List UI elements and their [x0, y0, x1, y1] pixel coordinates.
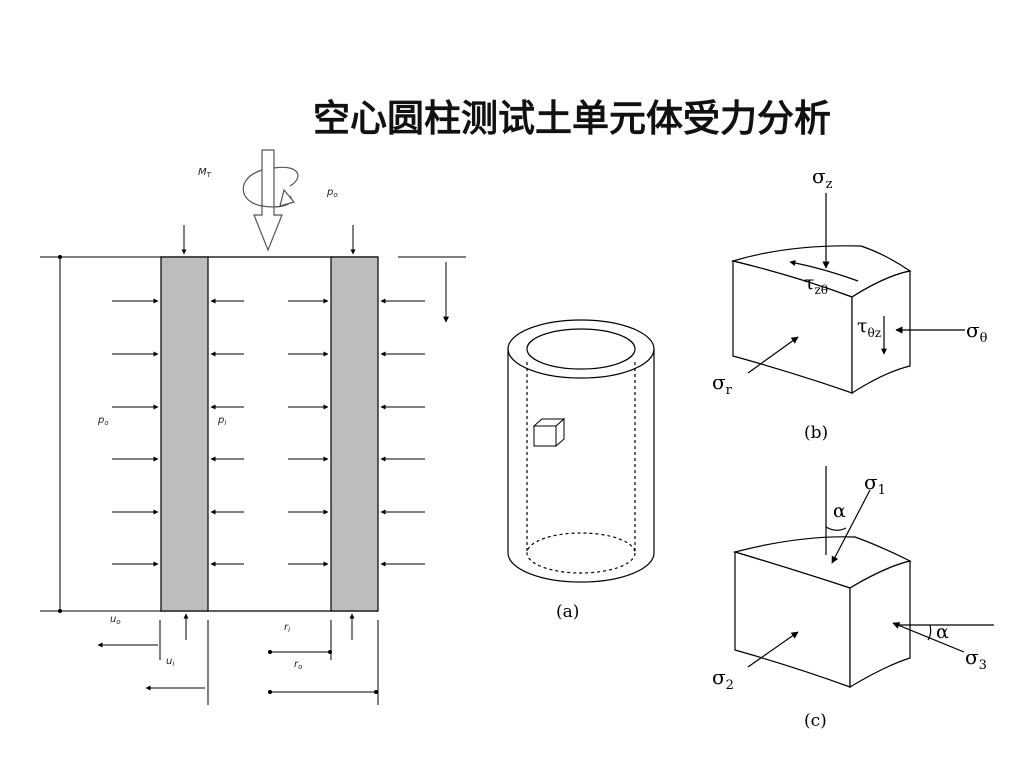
sigma-3-arrow: [892, 622, 965, 653]
alpha-arc-top: [825, 526, 847, 531]
right-wall: [330, 256, 379, 612]
hollow-cylinder-3d: [507, 319, 655, 583]
outer-pressure-arrows-left: [112, 298, 159, 567]
stress-arrows-c: [747, 466, 994, 668]
sigma-1-arrow: [831, 489, 871, 564]
stress-element-c: [732, 536, 912, 689]
sigma-1-label: σ1: [864, 470, 886, 498]
sigma-z-label: σz: [812, 164, 833, 192]
stress-element-b: [730, 245, 912, 395]
alpha-right-label: α: [936, 621, 949, 643]
panel-b-caption: (b): [804, 423, 828, 443]
outer-pressure-label: po: [97, 415, 109, 427]
torque-arrow: [242, 149, 299, 252]
torque-label: MT: [198, 167, 212, 179]
inner-pressure-label: pi: [217, 415, 226, 427]
sigma-3-label: σ3: [965, 645, 987, 673]
tau-thetaz-label: τθz: [857, 315, 881, 340]
panel-c-caption: (c): [804, 711, 827, 731]
sigma-theta-label: σθ: [966, 318, 988, 346]
tau-ztheta-label: τzθ: [804, 272, 828, 297]
sigma-2-label: σ2: [712, 665, 734, 693]
slide-title: 空心圆柱测试土单元体受力分析: [313, 97, 831, 140]
outer-radius-label: ro: [294, 659, 302, 671]
alpha-arc-right: [927, 624, 932, 641]
soil-element-cube: [532, 417, 566, 448]
inner-displacement-label: ui: [166, 656, 174, 668]
outer-pressure-arrows-right: [380, 298, 425, 567]
left-wall: [160, 256, 209, 612]
sigma-r-arrow: [747, 336, 799, 374]
outer-displacement-label: uo: [110, 614, 121, 626]
tau-ztheta-arrow: [789, 260, 859, 282]
top-pressure-label: po: [326, 187, 338, 199]
inner-pressure-arrows-right: [288, 298, 329, 567]
hollow-cylinder-section: [40, 149, 466, 705]
panel-a-caption: (a): [556, 602, 579, 622]
inner-pressure-arrows-left: [210, 298, 244, 567]
inner-radius-label: ri: [284, 622, 290, 634]
sigma-r-label: σr: [712, 370, 733, 398]
alpha-top-label: α: [833, 500, 846, 522]
stress-arrows-b: [747, 193, 965, 374]
sigma-2-arrow: [747, 631, 799, 668]
